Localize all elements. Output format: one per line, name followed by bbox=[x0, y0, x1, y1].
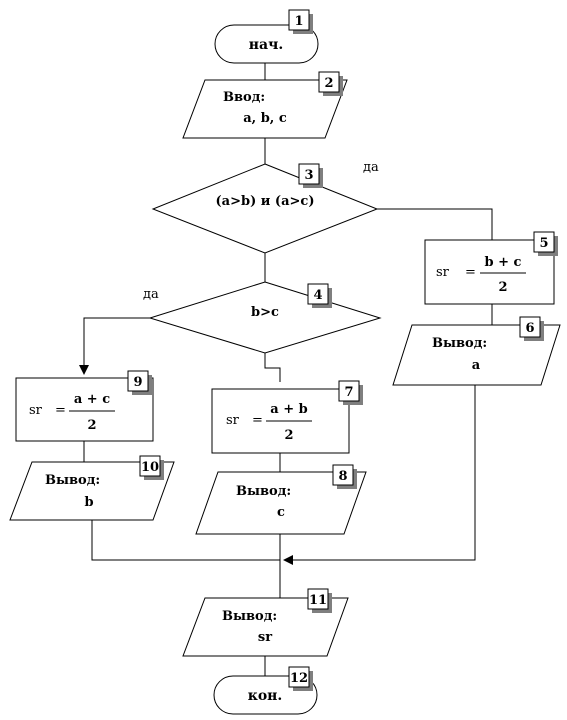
block-number: 5 bbox=[539, 236, 548, 251]
block-number: 3 bbox=[304, 168, 313, 183]
output-title: Вывод: bbox=[236, 484, 291, 499]
process-box bbox=[424, 239, 555, 305]
formula-eq: = bbox=[55, 403, 66, 418]
block-number: 2 bbox=[324, 76, 333, 91]
input-title: Ввод: bbox=[223, 90, 265, 105]
input-values: a, b, c bbox=[243, 111, 287, 126]
decision-yes-label: да bbox=[363, 160, 379, 175]
output-value: b bbox=[84, 495, 93, 510]
formula-lhs: sr bbox=[29, 403, 43, 418]
output-title: Вывод: bbox=[222, 609, 277, 624]
formula-denominator: 2 bbox=[498, 280, 507, 295]
output-value: a bbox=[472, 358, 481, 373]
formula-denominator: 2 bbox=[87, 418, 96, 433]
decision-diamond bbox=[148, 281, 382, 354]
block-12-end: кон. 12 bbox=[213, 666, 318, 715]
formula-eq: = bbox=[252, 413, 263, 428]
block-number-box bbox=[318, 71, 340, 93]
connectors bbox=[79, 63, 493, 676]
formula-lhs: sr bbox=[436, 265, 450, 280]
block-11-output: Вывод: sr 11 bbox=[182, 588, 349, 657]
block-7-process: sr = a + b 2 7 bbox=[211, 380, 363, 454]
block-number-box bbox=[332, 464, 354, 486]
decision-yes-label: да bbox=[143, 287, 159, 302]
block-number: 8 bbox=[338, 469, 347, 484]
decision-diamond bbox=[151, 163, 379, 254]
block-5-process: sr = b + c 2 5 bbox=[424, 231, 558, 305]
formula-eq: = bbox=[465, 265, 476, 280]
start-terminator bbox=[214, 24, 319, 64]
block-number-box bbox=[288, 9, 310, 31]
formula-numerator: a + c bbox=[74, 392, 110, 407]
connector-4-9-yes bbox=[79, 317, 150, 375]
output-value: c bbox=[277, 505, 285, 520]
formula-numerator: a + b bbox=[270, 402, 307, 417]
block-number: 12 bbox=[290, 671, 308, 686]
block-number-box bbox=[307, 588, 329, 610]
block-number: 9 bbox=[133, 375, 142, 390]
output-title: Вывод: bbox=[45, 473, 100, 488]
input-parallelogram bbox=[182, 79, 348, 139]
connector-3-5-yes bbox=[377, 208, 493, 240]
block-number-box bbox=[139, 455, 161, 477]
formula-numerator: b + c bbox=[485, 255, 522, 270]
output-parallelogram bbox=[182, 597, 349, 657]
decision-condition: (a>b) и (a>c) bbox=[216, 194, 315, 209]
block-number-box bbox=[338, 380, 360, 402]
block-number: 1 bbox=[294, 14, 303, 29]
formula-lhs: sr bbox=[226, 413, 240, 428]
connector-6-merge bbox=[283, 385, 476, 565]
block-number: 6 bbox=[525, 321, 534, 336]
block-9-process: sr = a + c 2 9 bbox=[15, 370, 154, 442]
block-4-decision: b>c да 4 bbox=[143, 281, 382, 354]
connector-4-7-no bbox=[264, 353, 281, 382]
block-number: 4 bbox=[313, 288, 322, 303]
block-number-box bbox=[307, 283, 329, 305]
block-6-output: Вывод: a 6 bbox=[392, 316, 561, 386]
block-1-start: нач. 1 bbox=[214, 9, 319, 64]
decision-condition: b>c bbox=[251, 305, 279, 320]
formula-denominator: 2 bbox=[284, 428, 293, 443]
block-number: 7 bbox=[344, 385, 353, 400]
output-parallelogram bbox=[392, 324, 561, 386]
block-number: 10 bbox=[141, 460, 159, 475]
block-number-box bbox=[298, 163, 320, 185]
block-number-box bbox=[519, 316, 541, 338]
output-parallelogram bbox=[9, 461, 175, 521]
connector-10-merge bbox=[91, 520, 280, 561]
output-value: sr bbox=[258, 630, 272, 645]
block-2-input: Ввод: a, b, c 2 bbox=[182, 71, 348, 139]
block-3-decision: (a>b) и (a>c) да 3 bbox=[151, 160, 379, 254]
block-number-box bbox=[127, 370, 149, 392]
block-8-output: Вывод: c 8 bbox=[195, 464, 367, 535]
output-parallelogram bbox=[195, 471, 367, 535]
block-number-box bbox=[288, 666, 310, 688]
end-label: кон. bbox=[248, 688, 283, 704]
block-10-output: Вывод: b 10 bbox=[9, 455, 175, 521]
block-number-box bbox=[533, 231, 555, 253]
block-number: 11 bbox=[309, 593, 327, 608]
output-title: Вывод: bbox=[432, 336, 487, 351]
start-label: нач. bbox=[249, 37, 283, 53]
